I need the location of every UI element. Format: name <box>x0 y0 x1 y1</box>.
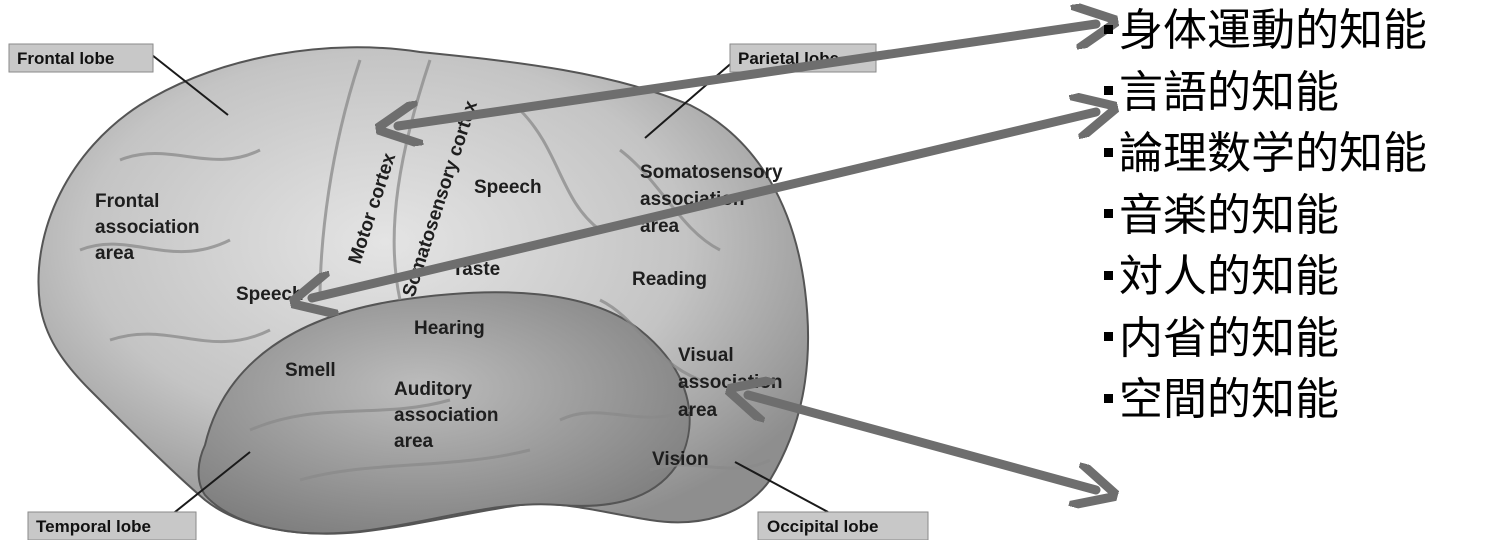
intelligence-item-logical-mathematical: 論理数学的知能 <box>1104 123 1427 185</box>
bullet-icon <box>1104 209 1113 218</box>
svg-text:association: association <box>394 405 499 426</box>
bullet-icon <box>1104 25 1113 34</box>
intelligence-item-bodily-kinesthetic: 身体運動的知能 <box>1104 0 1427 62</box>
bullet-icon <box>1104 86 1113 95</box>
frontal-lobe-label: Frontal lobe <box>9 44 153 72</box>
reading-label: Reading <box>632 269 707 290</box>
smell-label: Smell <box>285 360 336 381</box>
bullet-icon <box>1104 332 1113 341</box>
hearing-label: Hearing <box>414 318 485 339</box>
svg-text:area: area <box>95 243 135 264</box>
intelligence-item-linguistic: 言語的知能 <box>1104 62 1427 124</box>
occipital-lobe-label: Occipital lobe <box>758 512 928 540</box>
svg-text:Occipital lobe: Occipital lobe <box>767 517 878 536</box>
bullet-icon <box>1104 394 1113 403</box>
temporal-lobe-label: Temporal lobe <box>28 512 196 540</box>
intelligence-item-intrapersonal: 内省的知能 <box>1104 308 1427 370</box>
svg-text:area: area <box>394 431 434 452</box>
intelligence-item-musical: 音楽的知能 <box>1104 185 1427 247</box>
intelligence-item-interpersonal: 対人的知能 <box>1104 246 1427 308</box>
intelligence-item-spatial: 空間的知能 <box>1104 369 1427 431</box>
svg-text:association: association <box>678 372 783 393</box>
svg-text:association: association <box>95 217 200 238</box>
vision-label: Vision <box>652 449 709 470</box>
speech-upper-label: Speech <box>474 177 542 198</box>
intelligence-list: 身体運動的知能 言語的知能 論理数学的知能 音楽的知能 対人的知能 内省的知能 … <box>1104 0 1427 431</box>
svg-text:Temporal lobe: Temporal lobe <box>36 517 151 536</box>
svg-text:area: area <box>678 400 718 421</box>
svg-text:Frontal: Frontal <box>95 191 159 212</box>
svg-text:Frontal lobe: Frontal lobe <box>17 49 114 68</box>
svg-text:Somatosensory: Somatosensory <box>640 162 783 183</box>
svg-text:Visual: Visual <box>678 345 734 366</box>
bullet-icon <box>1104 148 1113 157</box>
svg-text:Auditory: Auditory <box>394 379 473 400</box>
bullet-icon <box>1104 271 1113 280</box>
speech-lower-label: Speech <box>236 284 304 305</box>
spatial-arrow <box>748 395 1096 490</box>
